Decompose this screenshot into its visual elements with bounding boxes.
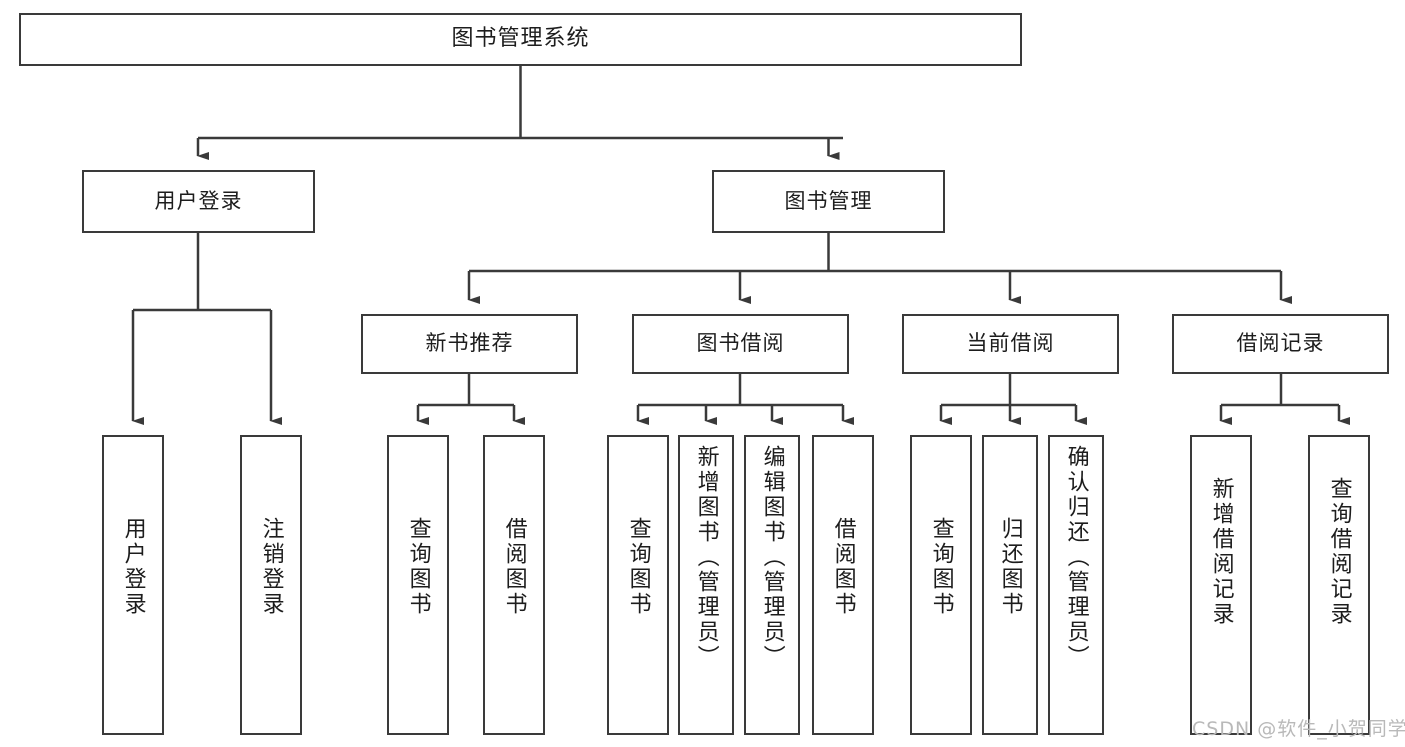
node-current-borrow-label: 当前借阅 bbox=[966, 331, 1055, 356]
node-leaf-query-book-2-label: 查询图书 bbox=[625, 517, 651, 617]
node-leaf-add-book[interactable]: 新增图书（管理员） bbox=[678, 435, 734, 735]
node-user-login-label: 用户登录 bbox=[154, 188, 243, 213]
node-root[interactable]: 图书管理系统 bbox=[19, 13, 1022, 66]
node-leaf-add-record[interactable]: 新增借阅记录 bbox=[1190, 435, 1252, 735]
node-leaf-borrow-book-2[interactable]: 借阅图书 bbox=[812, 435, 874, 735]
node-leaf-query-record[interactable]: 查询借阅记录 bbox=[1308, 435, 1370, 735]
node-leaf-query-book-3-label: 查询图书 bbox=[928, 517, 954, 617]
node-borrow-record[interactable]: 借阅记录 bbox=[1172, 314, 1389, 374]
node-leaf-query-record-label: 查询借阅记录 bbox=[1326, 477, 1352, 627]
node-leaf-add-book-label: 新增图书（管理员） bbox=[693, 445, 719, 670]
node-leaf-confirm-return[interactable]: 确认归还（管理员） bbox=[1048, 435, 1104, 735]
node-leaf-edit-book[interactable]: 编辑图书（管理员） bbox=[744, 435, 800, 735]
node-leaf-borrow-book-2-label: 借阅图书 bbox=[830, 517, 856, 617]
node-leaf-query-book-1-label: 查询图书 bbox=[405, 517, 431, 617]
node-leaf-user-logout[interactable]: 注销登录 bbox=[240, 435, 302, 735]
node-book-manage-label: 图书管理 bbox=[784, 188, 873, 213]
node-leaf-user-login-label: 用户登录 bbox=[120, 517, 146, 617]
node-leaf-edit-book-label: 编辑图书（管理员） bbox=[759, 445, 785, 670]
watermark: CSDN @软件_小贺同学 bbox=[1192, 718, 1405, 740]
node-leaf-query-book-1[interactable]: 查询图书 bbox=[387, 435, 449, 735]
node-borrow-record-label: 借阅记录 bbox=[1236, 331, 1325, 356]
node-book-manage[interactable]: 图书管理 bbox=[712, 170, 945, 233]
node-leaf-query-book-2[interactable]: 查询图书 bbox=[607, 435, 669, 735]
node-book-borrow[interactable]: 图书借阅 bbox=[632, 314, 849, 374]
node-root-label: 图书管理系统 bbox=[451, 26, 590, 52]
node-leaf-borrow-book-1[interactable]: 借阅图书 bbox=[483, 435, 545, 735]
node-book-borrow-label: 图书借阅 bbox=[696, 331, 785, 356]
node-leaf-borrow-book-1-label: 借阅图书 bbox=[501, 517, 527, 617]
node-leaf-query-book-3[interactable]: 查询图书 bbox=[910, 435, 972, 735]
node-new-book-recommend-label: 新书推荐 bbox=[425, 331, 514, 356]
node-leaf-user-logout-label: 注销登录 bbox=[258, 517, 284, 617]
node-leaf-return-book-label: 归还图书 bbox=[997, 517, 1023, 617]
node-leaf-add-record-label: 新增借阅记录 bbox=[1208, 477, 1234, 627]
node-new-book-recommend[interactable]: 新书推荐 bbox=[361, 314, 578, 374]
node-leaf-user-login[interactable]: 用户登录 bbox=[102, 435, 164, 735]
node-leaf-confirm-return-label: 确认归还（管理员） bbox=[1063, 445, 1089, 670]
node-leaf-return-book[interactable]: 归还图书 bbox=[982, 435, 1038, 735]
node-user-login[interactable]: 用户登录 bbox=[82, 170, 315, 233]
node-current-borrow[interactable]: 当前借阅 bbox=[902, 314, 1119, 374]
